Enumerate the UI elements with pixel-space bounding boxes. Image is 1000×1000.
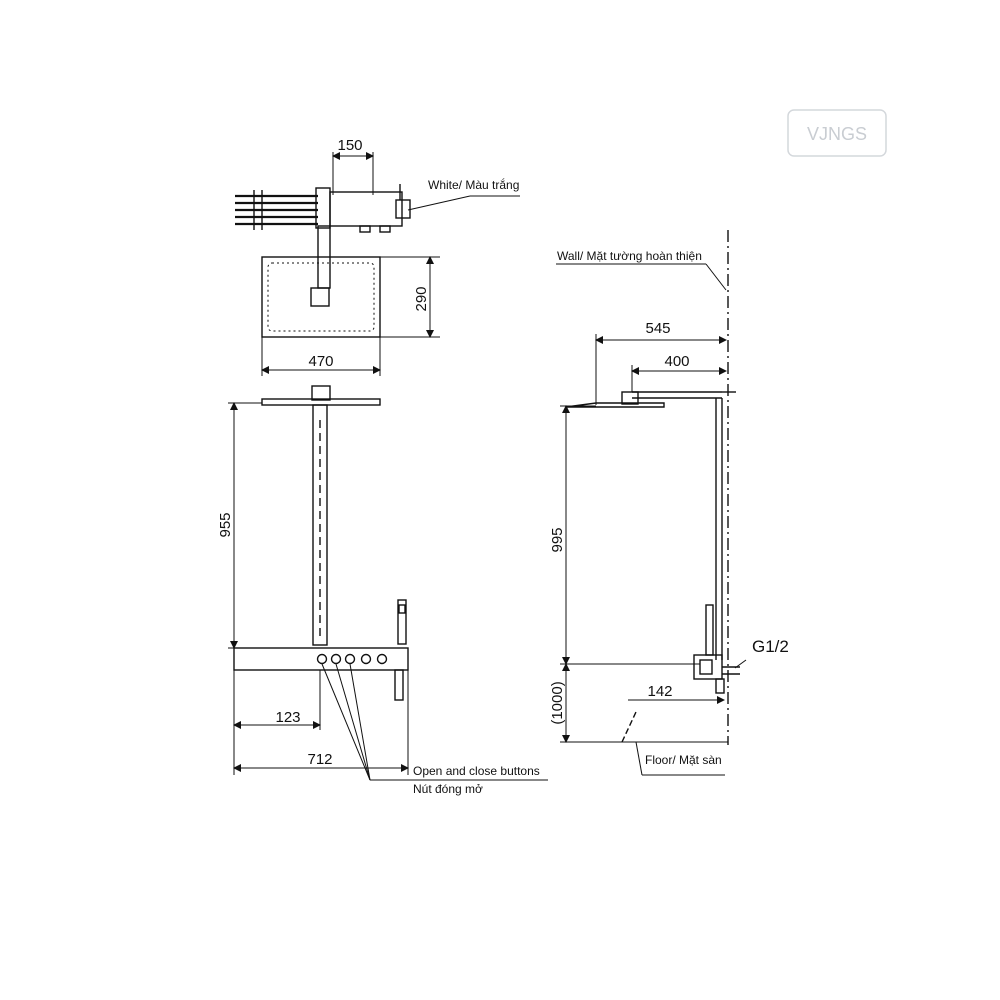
watermark-text: VJNGS xyxy=(807,124,867,144)
watermark-logo: VJNGS xyxy=(787,109,887,157)
dim-290: 290 xyxy=(413,286,430,311)
label-thread: G1/2 xyxy=(752,637,789,656)
dim-955: 955 xyxy=(217,512,234,537)
top-view: 150 White/ Màu trắng 290 xyxy=(235,137,520,376)
dim-123: 123 xyxy=(275,709,300,726)
label-wall: Wall/ Mặt tường hoàn thiện xyxy=(557,249,702,263)
dim-470: 470 xyxy=(308,353,333,370)
label-buttons-vi: Nút đóng mở xyxy=(413,782,483,796)
label-white: White/ Màu trắng xyxy=(428,177,519,192)
dim-400: 400 xyxy=(664,353,689,370)
label-buttons-en: Open and close buttons xyxy=(413,764,540,778)
dim-1000: (1000) xyxy=(549,681,566,724)
front-view: 955 123 712 Open and close buttons Nút đ… xyxy=(217,385,548,796)
dim-712: 712 xyxy=(307,751,332,768)
label-floor: Floor/ Mặt sàn xyxy=(645,753,722,767)
dim-545: 545 xyxy=(645,320,670,337)
dim-142: 142 xyxy=(647,683,672,700)
side-view: Wall/ Mặt tường hoàn thiện 545 400 995 xyxy=(549,230,789,776)
dim-150: 150 xyxy=(337,137,362,154)
dim-995: 995 xyxy=(549,527,566,552)
